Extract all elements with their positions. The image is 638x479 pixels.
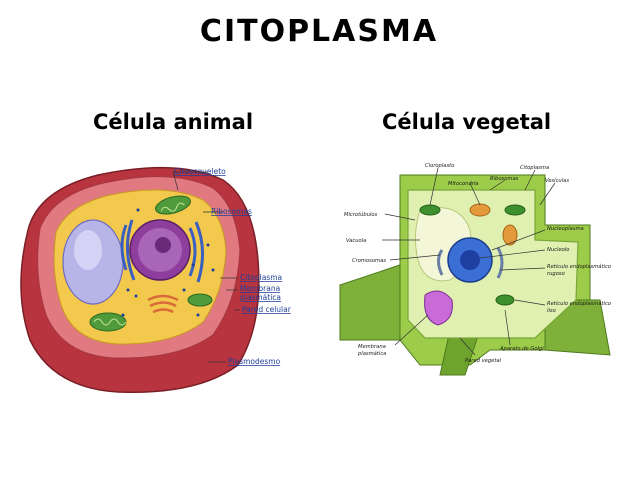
- plant-label-cloroplasto: Cloroplasto: [425, 163, 454, 169]
- plant-label-plasmatica: plasmática: [357, 350, 386, 357]
- plant-label-microtubulos: Microtúbulos: [344, 211, 378, 218]
- animal-cell-diagram: Citoesqueleto Ribosomas Citoplasma Membr…: [20, 166, 292, 394]
- mitochondrion: [89, 312, 127, 332]
- animal-label-citoplasma: Citoplasma: [240, 273, 282, 282]
- plant-label-nucleoplasma: Nucleoplasma: [547, 226, 584, 232]
- plant-label-rer: Retículo endoplasmático: [547, 263, 611, 270]
- plant-label-pared-vegetal: Pared vegetal: [465, 358, 502, 364]
- animal-label-pared-celular: Pared celular: [242, 305, 292, 314]
- plant-label-vacuola: Vacuola: [346, 238, 366, 244]
- plant-label-membrana: Membrana: [358, 344, 386, 350]
- plant-label-cromosomas: Cromosomas: [352, 258, 386, 264]
- plant-cell-heading: Célula vegetal: [382, 110, 552, 134]
- animal-label-membrana: Membrana: [240, 284, 280, 293]
- animal-label-citoesqueleto: Citoesqueleto: [174, 167, 226, 176]
- page-title: CITOPLASMA: [199, 14, 439, 49]
- plant-label-nucleolo: Nucleolo: [547, 247, 569, 253]
- animal-cell-heading: Célula animal: [93, 110, 254, 134]
- animal-label-plasmatica: plasmática: [240, 293, 281, 302]
- plant-label-rel-2: liso: [547, 308, 556, 314]
- golgi: [424, 290, 453, 326]
- plant-label-rer-2: rugoso: [547, 271, 565, 277]
- plant-label-ribosomas: Ribosomas: [490, 176, 519, 182]
- plant-label-aparato-golgi: Aparato de Golgi: [499, 346, 544, 352]
- animal-label-plasmodesmo: Plasmodesmo: [228, 357, 281, 366]
- plant-label-vesiculas: Vesículas: [545, 177, 569, 184]
- plant-label-citoplasma: Citoplasma: [520, 165, 549, 171]
- plant-cell-diagram: Cloroplasto Mitocondria Ribosomas Citopl…: [339, 163, 611, 376]
- plant-label-rel: Retículo endoplasmático: [547, 300, 611, 307]
- plant-label-mitocondria: Mitocondria: [448, 181, 478, 187]
- animal-label-ribosomas: Ribosomas: [211, 207, 252, 216]
